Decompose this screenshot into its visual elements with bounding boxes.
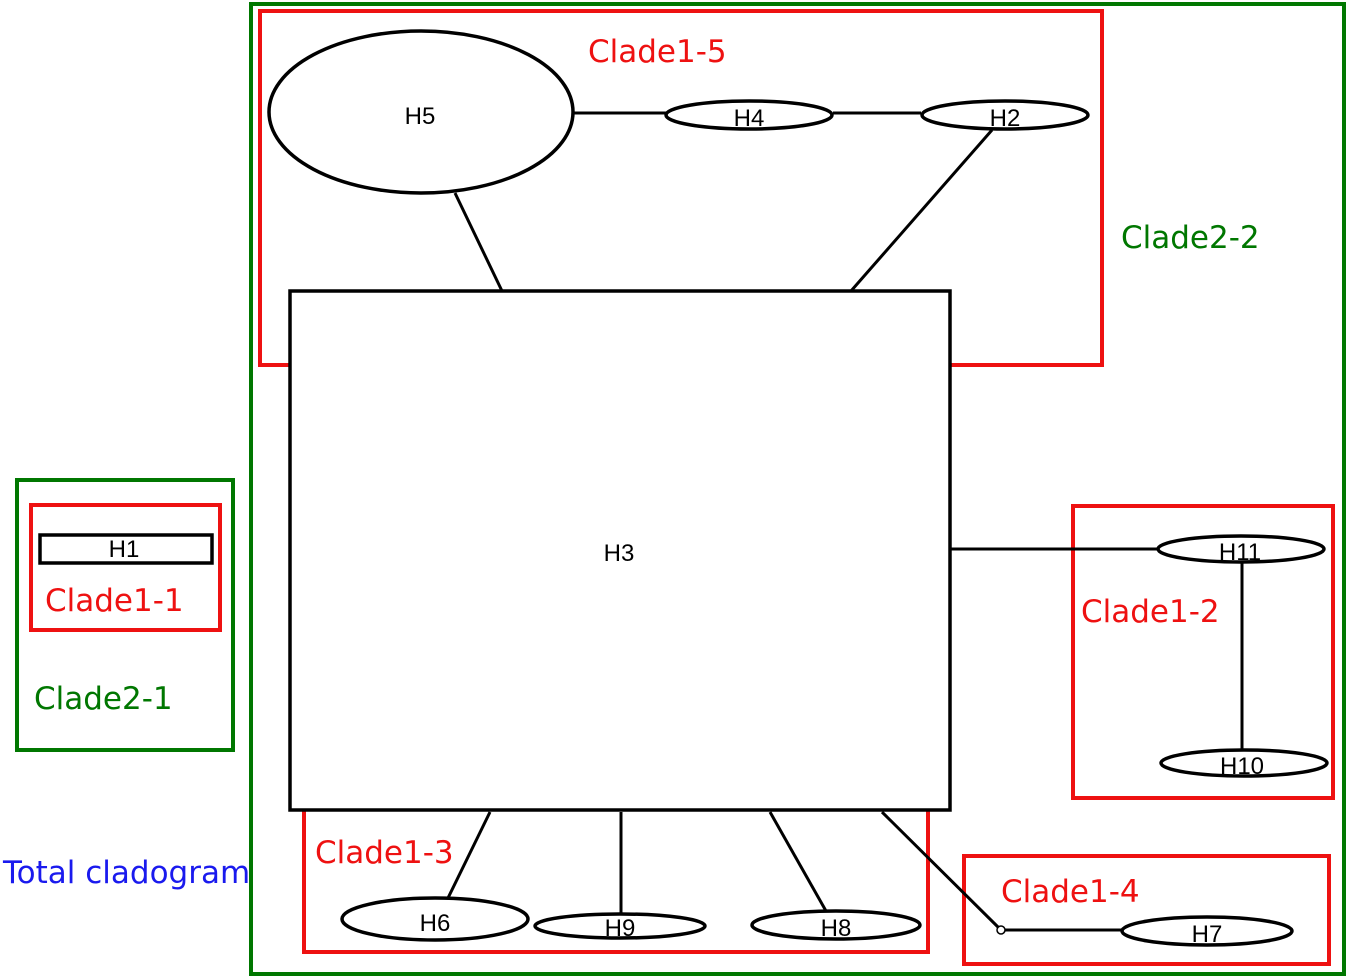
- node-h7-label: H7: [1192, 921, 1223, 948]
- node-h11-ellipse: [1156, 534, 1326, 564]
- edge-h2-h3: [849, 129, 994, 292]
- node-h8-label: H8: [821, 915, 852, 942]
- clade1-3-label: Clade1-3: [315, 835, 454, 871]
- clade2-2-box: [249, 2, 1346, 976]
- node-h4-ellipse: [664, 99, 834, 131]
- clade1-4-label: Clade1-4: [1001, 874, 1140, 910]
- clade1-1-box: [29, 503, 222, 632]
- edge-h5-h3: [453, 192, 504, 292]
- clade1-4-box: [962, 854, 1331, 966]
- edges: [446, 111, 1244, 932]
- node-h9-ellipse: [533, 912, 707, 940]
- node-h5-ellipse: [267, 29, 575, 195]
- total-cladogram-label: Total cladogram: [2, 855, 250, 891]
- clade2-1-label: Clade2-1: [34, 681, 173, 717]
- node-h9-label: H9: [605, 915, 636, 942]
- node-h10-label: H10: [1220, 753, 1264, 780]
- clade2-2-label: Clade2-2: [1121, 220, 1260, 256]
- node-h3-box: [288, 289, 952, 812]
- node-h1-box: [38, 533, 214, 565]
- clade1-1-label: Clade1-1: [45, 583, 184, 619]
- edge-h3-junction: [880, 810, 1003, 932]
- clade1-2-label: Clade1-2: [1081, 594, 1220, 630]
- node-h7-ellipse: [1120, 915, 1294, 947]
- node-h11-label: H11: [1219, 539, 1261, 566]
- node-h8-ellipse: [750, 909, 922, 941]
- junction-point: [996, 925, 1006, 935]
- node-h6-label: H6: [420, 910, 451, 937]
- edge-h3-h6: [446, 811, 492, 899]
- node-h6-ellipse: [340, 896, 530, 942]
- node-h2-label: H2: [990, 105, 1021, 132]
- clade1-5-label: Clade1-5: [588, 34, 727, 70]
- node-h4-label: H4: [734, 105, 765, 132]
- node-h2-ellipse: [920, 99, 1090, 131]
- node-h3-label: H3: [604, 540, 635, 567]
- node-h10-ellipse: [1159, 748, 1329, 778]
- clade2-1-box: [15, 478, 235, 752]
- edge-h3-h8: [768, 811, 828, 912]
- node-h1-label: H1: [109, 536, 140, 563]
- clade1-2-box: [1071, 504, 1335, 800]
- node-h5-label: H5: [405, 103, 436, 130]
